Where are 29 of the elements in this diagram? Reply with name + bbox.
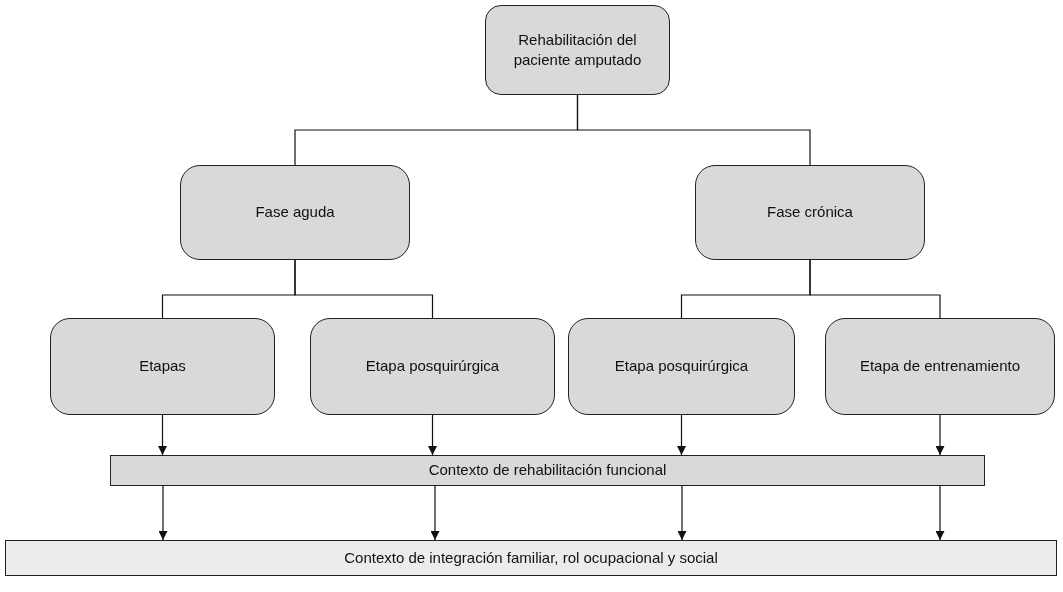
connector-line bbox=[576, 94, 811, 166]
box-label: Contexto de integración familiar, rol ocupacional y social bbox=[343, 547, 719, 568]
box-label: Etapa posquirúrgica bbox=[364, 356, 501, 377]
arrow bbox=[677, 485, 687, 541]
context-bar bbox=[110, 455, 985, 486]
phase-box bbox=[180, 165, 410, 260]
arrow bbox=[158, 414, 167, 456]
box-label: Contexto de rehabilitación funcional bbox=[427, 460, 668, 481]
stage-box bbox=[825, 318, 1055, 415]
arrow bbox=[428, 414, 437, 456]
arrow bbox=[677, 414, 686, 456]
box-label: Fase crónica bbox=[766, 202, 854, 223]
connector-line bbox=[809, 259, 941, 319]
box-label: Etapa de entrenamiento bbox=[858, 356, 1022, 377]
context-bar bbox=[5, 540, 1057, 576]
arrow bbox=[935, 414, 945, 456]
arrow bbox=[430, 485, 440, 541]
title-box bbox=[485, 5, 670, 95]
stage-box bbox=[310, 318, 555, 415]
box-label: Etapa posquirúrgica bbox=[613, 356, 750, 377]
connector-line bbox=[294, 259, 434, 319]
phase-box bbox=[695, 165, 925, 260]
arrow bbox=[935, 485, 945, 541]
box-label: Rehabilitación del paciente amputado bbox=[512, 29, 643, 70]
box-label: Etapas bbox=[138, 356, 187, 377]
box-label: Fase aguda bbox=[254, 202, 336, 223]
stage-box bbox=[50, 318, 275, 415]
stage-box bbox=[568, 318, 795, 415]
arrow bbox=[158, 485, 168, 541]
